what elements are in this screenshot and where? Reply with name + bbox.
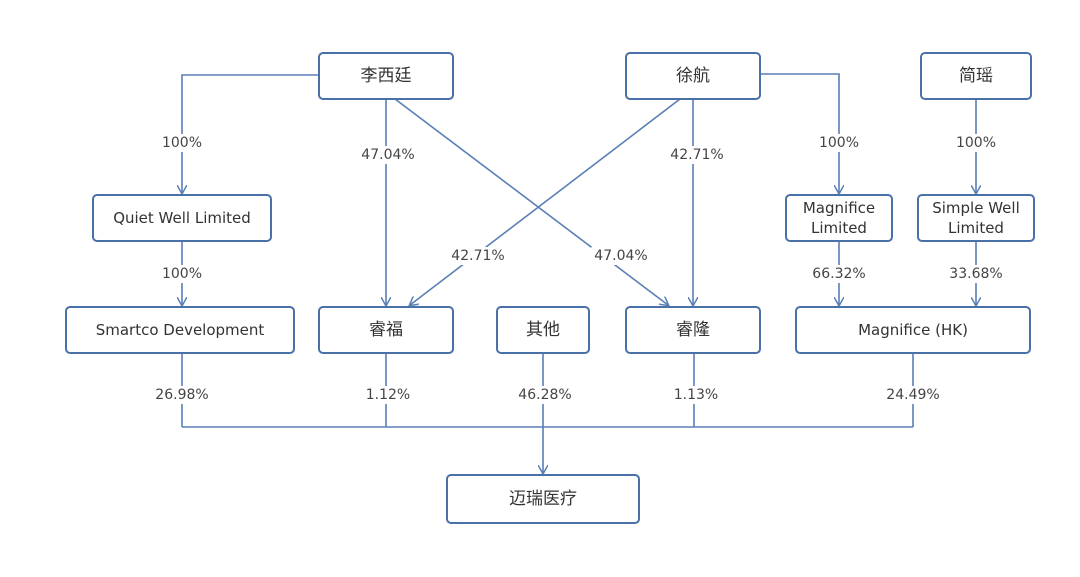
label-magltd-maghk: 66.32% (809, 265, 869, 283)
label-li-ruifu: 47.04% (358, 146, 418, 164)
node-smartco-development: Smartco Development (65, 306, 295, 354)
label-jian-simple: 100% (952, 134, 1000, 152)
label-xu-ruilong: 42.71% (667, 146, 727, 164)
edge-xu-ruifu (410, 98, 681, 305)
node-magnifice-hk: Magnifice (HK) (795, 306, 1031, 354)
node-mindray: 迈瑞医疗 (446, 474, 640, 524)
label-xu-magltd: 100% (815, 134, 863, 152)
node-quiet-well-limited: Quiet Well Limited (92, 194, 272, 242)
label-others-mindray: 46.28% (515, 386, 575, 404)
label-simple-maghk: 33.68% (946, 265, 1006, 283)
node-magnifice-limited: Magnifice Limited (785, 194, 893, 242)
label-xu-ruifu: 42.71% (448, 247, 508, 265)
edge-xu-magltd (760, 73, 839, 193)
node-ruilong: 睿隆 (625, 306, 761, 354)
node-xu-hang: 徐航 (625, 52, 761, 100)
node-simple-well-limited: Simple Well Limited (917, 194, 1035, 242)
node-jian-yao: 简瑶 (920, 52, 1032, 100)
node-others: 其他 (496, 306, 590, 354)
label-ruilong-mindray: 1.13% (670, 386, 722, 404)
edge-li-quiet (182, 74, 318, 193)
label-maghk-mindray: 24.49% (883, 386, 943, 404)
label-li-ruilong: 47.04% (591, 247, 651, 265)
edge-li-ruilong (394, 98, 668, 305)
label-smartco-mindray: 26.98% (152, 386, 212, 404)
label-ruifu-mindray: 1.12% (362, 386, 414, 404)
node-ruifu: 睿福 (318, 306, 454, 354)
label-quiet-smartco: 100% (158, 265, 206, 283)
node-li-xiting: 李西廷 (318, 52, 454, 100)
label-li-quiet: 100% (158, 134, 206, 152)
